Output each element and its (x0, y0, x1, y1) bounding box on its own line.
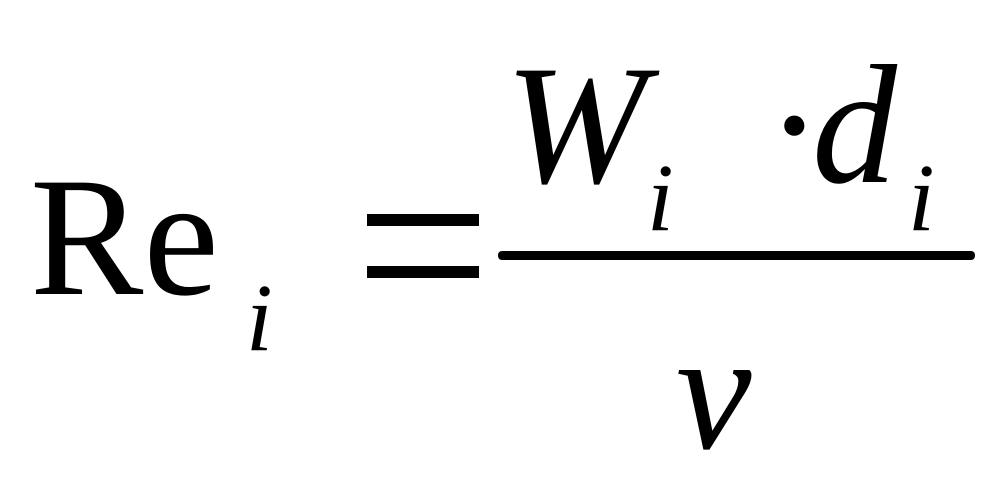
numerator-d-subscript: i (908, 144, 935, 251)
equals-bottom-bar (367, 266, 479, 278)
multiply-dot: · (766, 31, 823, 219)
equals-top-bar (367, 214, 479, 226)
denominator-nu: ν (676, 297, 752, 485)
equals-sign (367, 214, 479, 278)
reynolds-symbol: Re (30, 143, 219, 331)
fraction-bar (498, 251, 975, 260)
numerator-w: W (505, 31, 647, 219)
numerator-d: d (812, 31, 897, 219)
numerator-w-subscript: i (647, 144, 674, 251)
reynolds-subscript: i (246, 264, 273, 371)
